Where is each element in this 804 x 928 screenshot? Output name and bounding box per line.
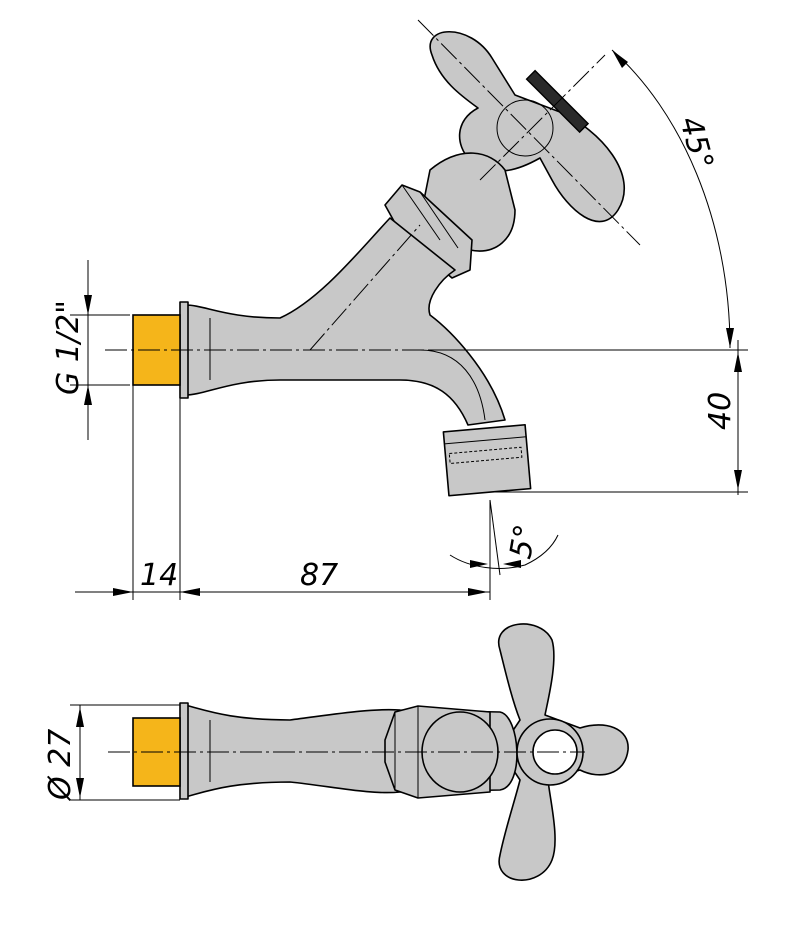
top-view bbox=[108, 623, 629, 881]
aerator bbox=[442, 424, 532, 497]
handle-angle-label: 45° bbox=[672, 113, 720, 173]
handle-cross bbox=[429, 30, 625, 223]
spout-height-label: 40 bbox=[703, 392, 738, 430]
tap-body bbox=[184, 217, 506, 426]
diameter-label: Ø 27 bbox=[43, 729, 78, 802]
top-dimensions: Ø 27 bbox=[43, 704, 180, 802]
thread-length-label: 14 bbox=[140, 558, 178, 593]
spout-angle-label: 5° bbox=[503, 522, 543, 562]
thread-dimension-label: G 1/2" bbox=[51, 300, 86, 395]
handle-cap-icon bbox=[525, 69, 590, 134]
side-view bbox=[105, 19, 641, 497]
side-dimensions: G 1/2" 40 14 87 5° 45° bbox=[51, 49, 748, 600]
body-length-label: 87 bbox=[300, 558, 338, 593]
